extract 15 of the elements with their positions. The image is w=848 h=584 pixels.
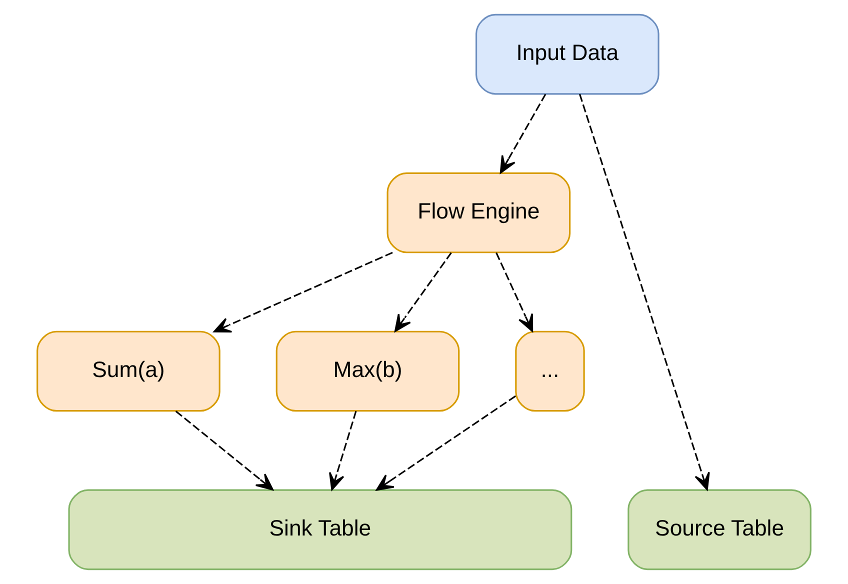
arrow <box>500 94 546 174</box>
arrow <box>376 395 516 491</box>
arrow <box>578 94 710 490</box>
node-box: Input Data <box>476 14 660 95</box>
node-box: Sum(a) <box>36 330 220 412</box>
arrow <box>394 252 452 332</box>
arrow <box>496 252 534 332</box>
node-box: Max(b) <box>276 330 460 412</box>
node-box: Sink Table <box>68 489 572 570</box>
node-box: ... <box>515 330 585 412</box>
arrow <box>329 410 357 490</box>
node-box: Source Table <box>628 489 812 570</box>
arrow <box>213 252 393 332</box>
node-box: Flow Engine <box>386 172 571 254</box>
arrow <box>175 410 274 490</box>
